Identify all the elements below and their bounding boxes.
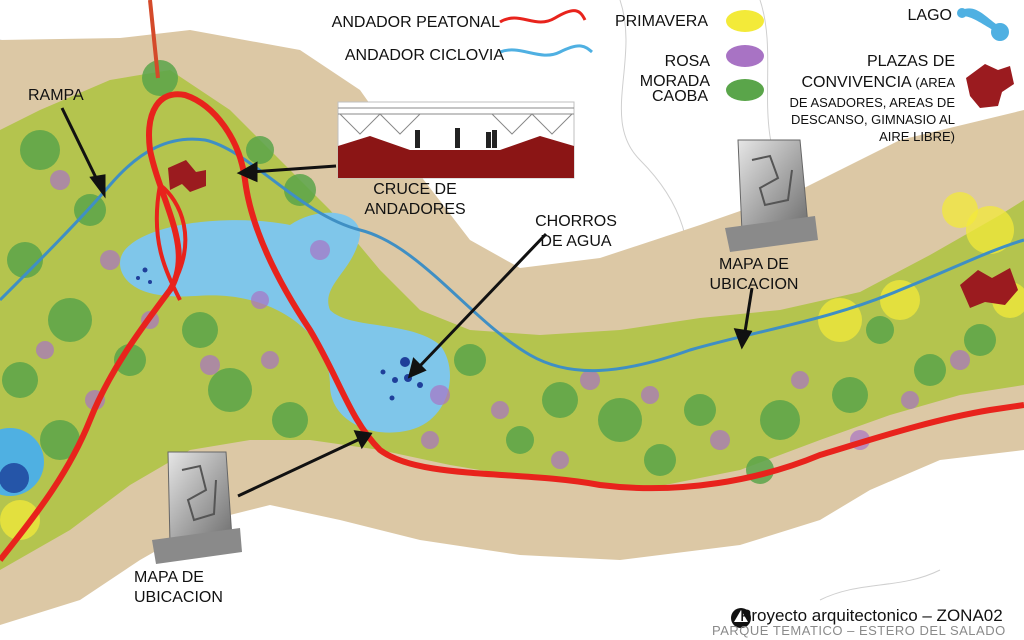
caoba-tree [832,377,868,413]
caoba-tree [208,368,252,412]
rosa-morada-tree [710,430,730,450]
pole [148,0,160,79]
caoba-tree [454,344,486,376]
rosa-morada-tree [310,240,330,260]
peatonal-loop [154,181,188,301]
caoba-tree [284,174,316,206]
cruce-section-illustration [337,101,575,179]
legend-plazas-line4: AIRE LIBRE) [879,129,955,144]
legend-primavera-label: PRIMAVERA [614,13,708,30]
legend-andador-ciclovia-label: ANDADOR CICLOVIA [344,47,504,64]
legend-rosa-morada-label: ROSA MORADA [639,53,710,90]
primavera-tree [942,192,978,228]
primavera-tree [0,500,40,540]
mapa-ubicacion-stone-top [725,139,818,252]
caoba-tree [964,324,996,356]
rosa-morada-tree [100,250,120,270]
caoba-tree [48,298,92,342]
caoba-tree [182,312,218,348]
chorros-label: CHORROS DE AGUA [535,213,617,250]
legend-caoba-label: CAOBA [651,88,708,105]
rosa-morada-tree [36,341,54,359]
rosa-morada-tree [261,351,279,369]
rosa-morada-tree [421,431,439,449]
plaza-areas [168,160,1018,308]
caoba-tree [866,316,894,344]
primavera-tree [880,280,920,320]
rosa-morada-tree [580,370,600,390]
footer-project-title: Proyecto arquitectonico – ZONA02 [740,606,1003,625]
caoba-tree [542,382,578,418]
caoba-tree [914,354,946,386]
legend-plazas-swatch [966,64,1014,108]
mapa-bottom-label: MAPA DE UBICACION [134,569,223,606]
rosa-morada-tree [641,386,659,404]
legend-plazas-line3: DESCANSO, GIMNASIO AL [791,112,955,127]
tree-canopies [0,60,1024,540]
legend-peatonal-swatch [499,9,587,24]
legend-lago-label: LAGO [907,7,952,24]
mapa-top-label: MAPA DE UBICACION [709,256,799,293]
caoba-tree [684,394,716,426]
caoba-tree [506,426,534,454]
peatonal-path [0,91,1024,562]
primavera-tree [966,206,1014,254]
caoba-tree [272,402,308,438]
legend-primavera-swatch [726,10,764,32]
caoba-tree [7,242,43,278]
caoba-tree [644,444,676,476]
rosa-morada-tree [200,355,220,375]
legend-plazas-line1: CONVIVENCIA (AREA [801,74,955,91]
caoba-tree [114,344,146,376]
rosa-morada-tree [491,401,509,419]
rosa-morada-tree [950,350,970,370]
ciclovia-path [0,137,1024,373]
caoba-tree [40,420,80,460]
cruce-label: CRUCE DE ANDADORES [364,181,466,218]
rosa-morada-tree [551,451,569,469]
legend-lago-swatch [957,8,1009,41]
legend-andador-peatonal-label: ANDADOR PEATONAL [331,14,500,31]
rosa-morada-tree [430,385,450,405]
legend-ciclovia-swatch [499,44,593,57]
footer-subtitle: PARQUE TEMATICO – ESTERO DEL SALADO [712,623,1006,638]
rosa-morada-tree [791,371,809,389]
rampa-label: RAMPA [28,87,84,104]
legend-plazas-line2: DE ASADORES, AREAS DE [789,95,955,110]
caoba-tree [20,130,60,170]
legend-plazas-title: PLAZAS DE [866,53,955,70]
footer-logo-icon [731,608,751,628]
caoba-tree [2,362,38,398]
rosa-morada-tree [251,291,269,309]
callout-arrows [60,107,754,498]
rosa-morada-tree [50,170,70,190]
lake-areas [0,212,450,496]
mapa-ubicacion-stone-bottom [152,451,242,564]
legend-caoba-swatch [726,79,764,101]
legend-rosa-morada-swatch [726,45,764,67]
caoba-tree [142,60,178,96]
park-green-area [0,70,1024,570]
caoba-tree [760,400,800,440]
caoba-tree [598,398,642,442]
rosa-morada-tree [901,391,919,409]
primavera-tree [818,298,862,342]
caoba-tree [246,136,274,164]
